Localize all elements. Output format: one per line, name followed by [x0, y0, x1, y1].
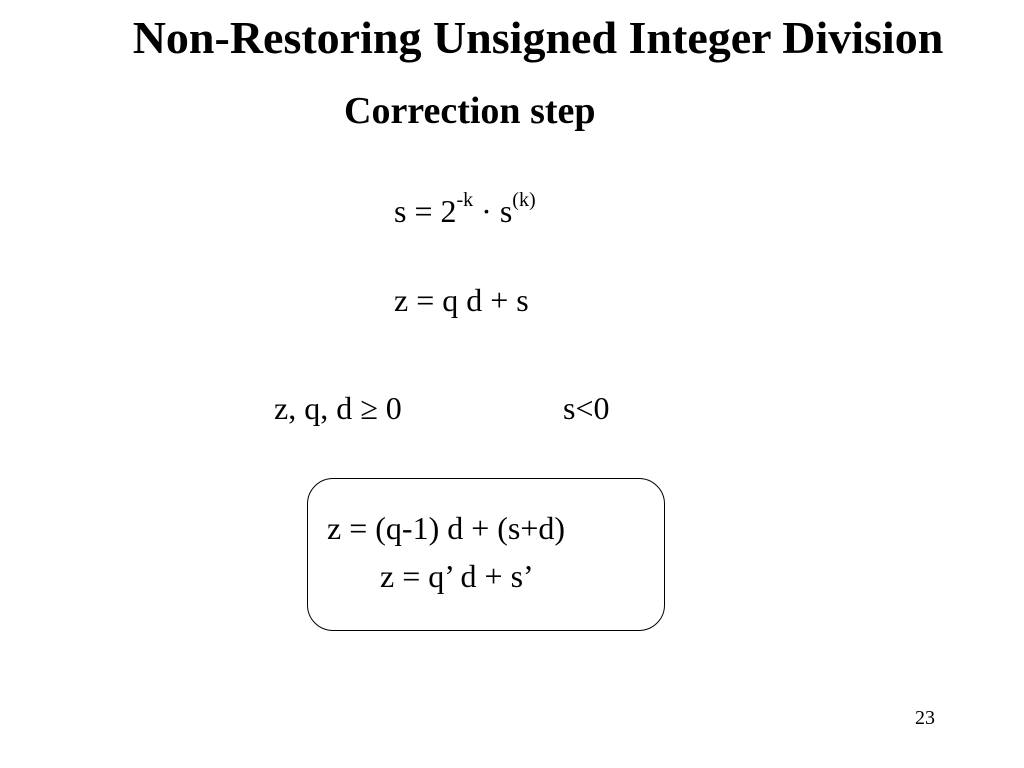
- formula-remainder-mid: · s: [481, 193, 513, 229]
- slide-title: Non-Restoring Unsigned Integer Division: [132, 12, 944, 63]
- slide-subtitle: Correction step: [344, 90, 596, 132]
- correction-box: [307, 478, 665, 631]
- page-number: 23: [915, 707, 935, 729]
- formula-remainder-scaling: s = 2-k · s(k): [394, 189, 536, 231]
- correction-formula-line1: z = (q-1) d + (s+d): [327, 510, 566, 546]
- correction-formula-line2: z = q’ d + s’: [380, 558, 534, 594]
- condition-negative-remainder: s<0: [563, 390, 610, 426]
- formula-division-identity: z = q d + s: [394, 282, 529, 318]
- formula-exponent-neg-k: -k: [456, 189, 474, 212]
- formula-exponent-k: (k): [512, 189, 536, 212]
- formula-remainder-lhs: s = 2: [394, 193, 457, 229]
- condition-nonnegative: z, q, d ≥ 0: [274, 390, 402, 426]
